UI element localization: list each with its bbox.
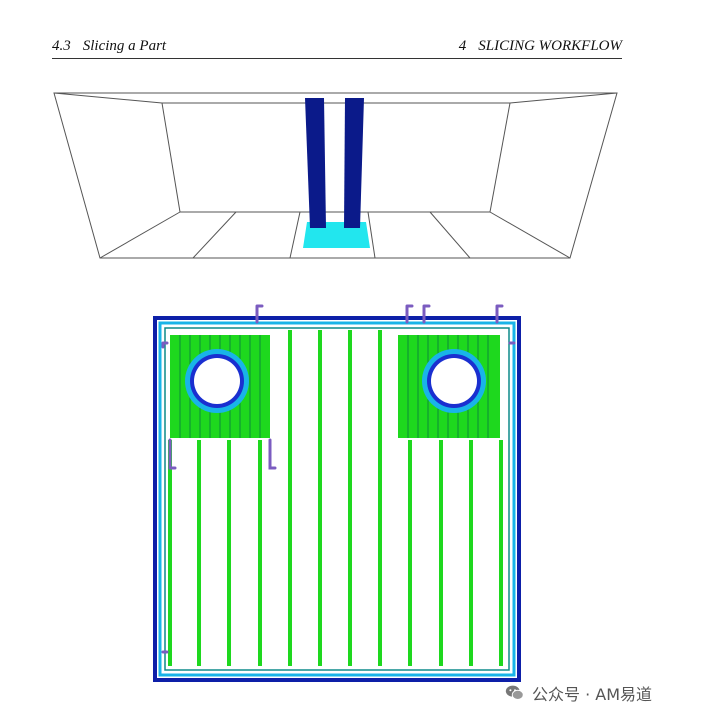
wechat-icon <box>505 685 524 700</box>
section-heading: 4.3 Slicing a Part <box>52 38 166 55</box>
pillar-right <box>344 98 364 228</box>
section-number: 4.3 <box>52 38 71 54</box>
pillar-left <box>305 98 326 228</box>
build-volume-wireframe <box>53 92 618 259</box>
chapter-number: 4 <box>458 38 467 54</box>
watermark-text: 公众号 · AM易道 <box>532 685 653 704</box>
outer-wall <box>153 316 521 682</box>
build-volume-figure <box>53 92 618 259</box>
base-plate <box>303 222 370 248</box>
infill-lines <box>168 330 503 666</box>
boss-right <box>398 335 500 438</box>
inner-wall-2 <box>164 327 510 671</box>
watermark: 公众号 · AM易道 <box>504 681 652 705</box>
support-hooks <box>161 304 516 654</box>
boss-left <box>170 335 270 438</box>
chapter-title: SLICING WORKFLOW <box>478 38 622 54</box>
page-header: 4.3 Slicing a Part 4 SLICING WORKFLOW <box>52 36 622 59</box>
inner-wall <box>158 321 516 677</box>
chapter-heading: 4 SLICING WORKFLOW <box>459 38 622 55</box>
section-title: Slicing a Part <box>82 38 167 54</box>
